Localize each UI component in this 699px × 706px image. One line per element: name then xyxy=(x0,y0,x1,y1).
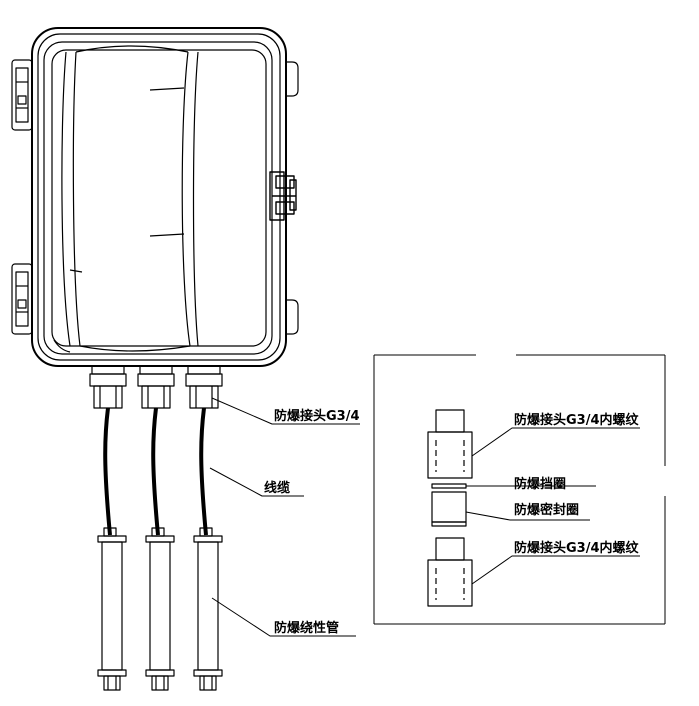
latch-right xyxy=(269,171,297,221)
connector-assembly-right xyxy=(185,365,223,691)
label-detail-connector-bottom: 防爆接头G3/4内螺纹 xyxy=(514,540,640,556)
label-detail-retaining-ring: 防爆挡圈 xyxy=(514,476,566,492)
mounting-ear-bottom xyxy=(286,299,299,335)
detail-connector-bottom xyxy=(427,537,473,607)
leader-lines-main xyxy=(209,397,360,637)
hinge-left-bottom xyxy=(11,263,33,335)
leader-lines-detail xyxy=(465,427,640,585)
detail-seal-ring xyxy=(431,491,467,527)
connector-assembly-middle xyxy=(137,365,175,691)
mounting-ear-top xyxy=(286,61,299,97)
connector-assembly-left xyxy=(89,365,127,691)
detail-retaining-ring xyxy=(431,483,467,489)
enclosure-box xyxy=(31,27,287,367)
detail-connector-top xyxy=(427,409,473,479)
label-detail-connector-top: 防爆接头G3/4内螺纹 xyxy=(514,412,640,428)
label-detail-seal-ring: 防爆密封圈 xyxy=(514,502,579,518)
label-insulating-tube: 防爆绕性管 xyxy=(274,620,339,636)
label-connector: 防爆接头G3/4 xyxy=(274,408,360,424)
hinge-left-top xyxy=(11,59,33,131)
label-cable: 线缆 xyxy=(264,480,290,496)
detail-view-frame xyxy=(373,354,666,625)
